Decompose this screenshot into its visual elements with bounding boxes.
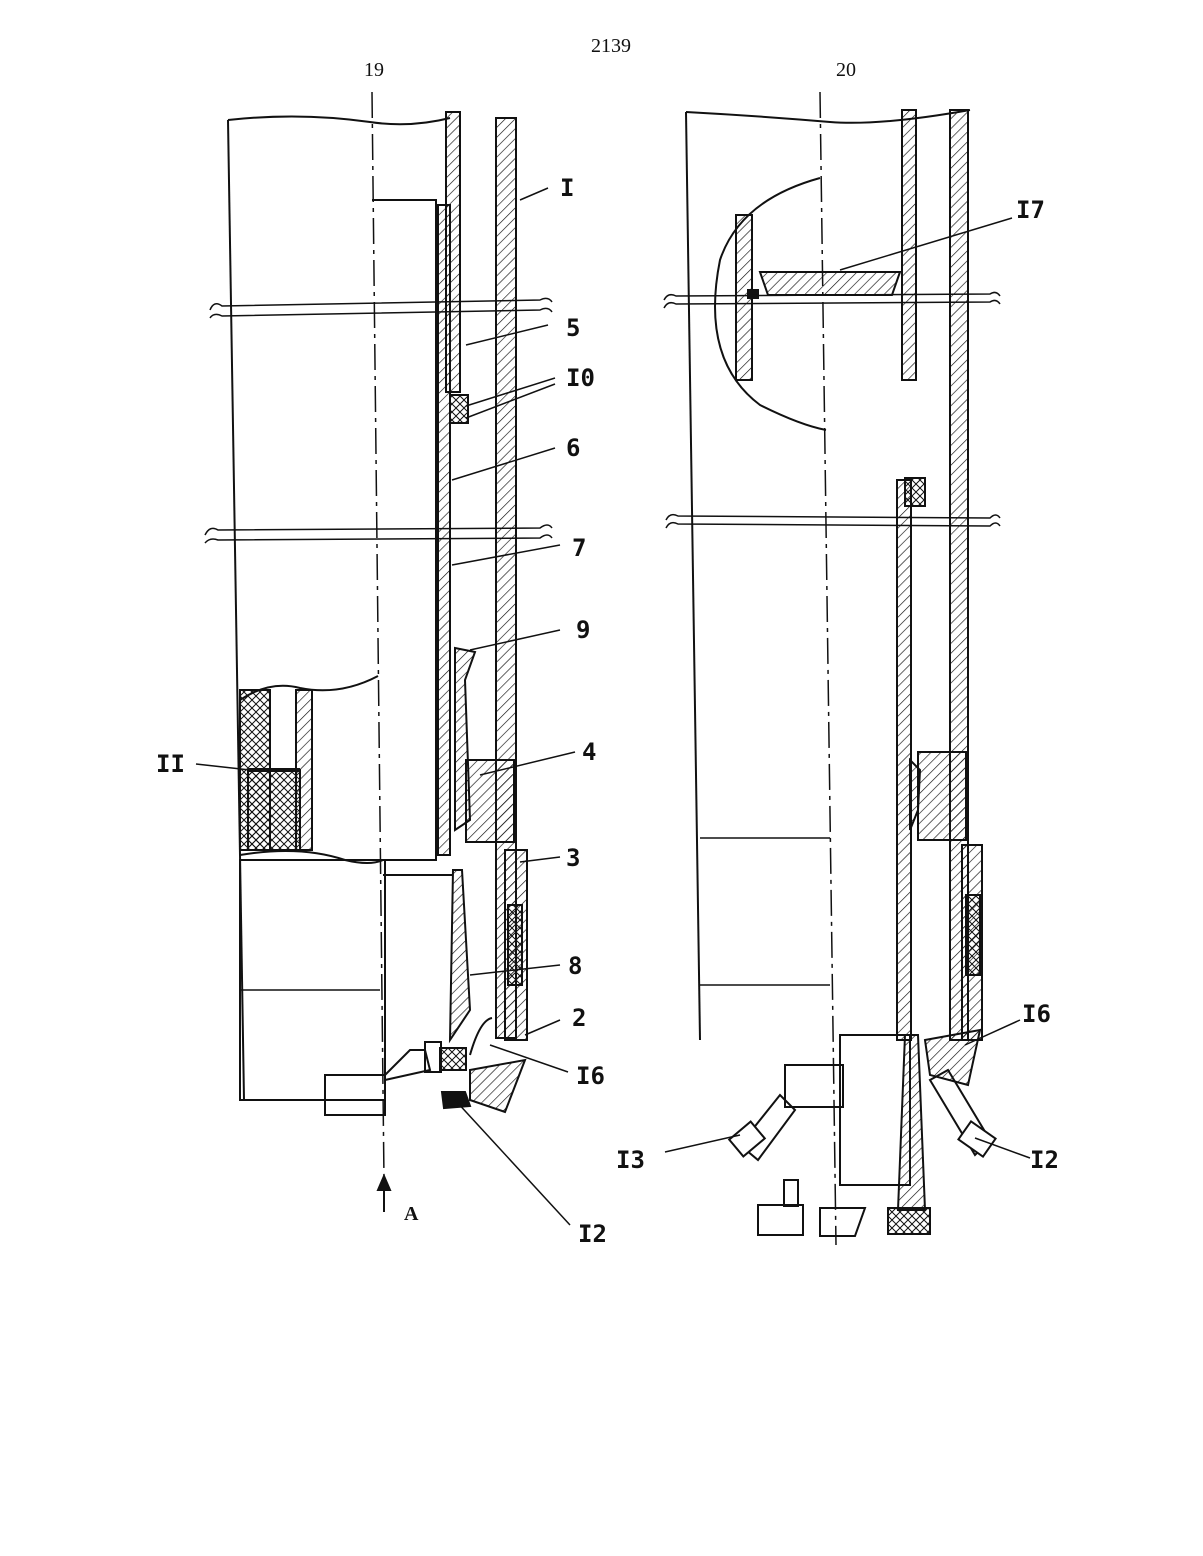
right-body-top-edge — [686, 110, 970, 123]
right-figure — [664, 92, 1030, 1245]
label-3: 3 — [566, 846, 580, 870]
label-I7: I7 — [1016, 198, 1045, 222]
right-part-16 — [925, 1030, 980, 1085]
right-body-left-edge — [686, 112, 700, 1040]
label-I: I — [560, 176, 574, 200]
left-centerline — [372, 92, 384, 1180]
left-part-10 — [450, 395, 468, 423]
label-5: 5 — [566, 316, 580, 340]
left-part-16-insert — [440, 1048, 466, 1070]
left-body-left-edge — [228, 120, 244, 1100]
label-I0: I0 — [566, 366, 595, 390]
label-6: 6 — [566, 436, 580, 460]
left-lower-body — [240, 860, 385, 1100]
label-8: 8 — [568, 954, 582, 978]
right-part-17 — [760, 272, 900, 295]
label-4: 4 — [582, 740, 596, 764]
label-7: 7 — [572, 536, 586, 560]
view-arrow-head — [378, 1176, 390, 1190]
label-I2-right: I2 — [1030, 1148, 1059, 1172]
left-column-number: 19 — [364, 60, 384, 80]
view-arrow-label: A — [404, 1204, 418, 1224]
left-part-2-tip — [470, 1060, 525, 1112]
label-9: 9 — [576, 618, 590, 642]
right-bottom-insert — [888, 1208, 930, 1234]
label-I6-left: I6 — [576, 1064, 605, 1088]
right-centerline — [820, 92, 836, 1245]
label-II: II — [156, 752, 185, 776]
label-I3: I3 — [616, 1148, 645, 1172]
label-I2-left: I2 — [578, 1222, 607, 1246]
left-body-top-edge — [228, 116, 450, 124]
left-cutter-block — [325, 1075, 385, 1115]
right-inner-pipe-wall — [902, 110, 916, 380]
right-bottom-cutter-1 — [758, 1205, 803, 1235]
right-collar — [918, 752, 966, 840]
right-center-wedge — [898, 1035, 925, 1210]
label-2: 2 — [572, 1006, 586, 1030]
page-number: 2139 — [591, 36, 631, 56]
left-part-8 — [450, 870, 470, 1040]
left-figure — [196, 92, 575, 1225]
label-I6-right: I6 — [1022, 1002, 1051, 1026]
right-column-number: 20 — [836, 60, 856, 80]
right-bottom-cutter-2 — [820, 1208, 865, 1236]
